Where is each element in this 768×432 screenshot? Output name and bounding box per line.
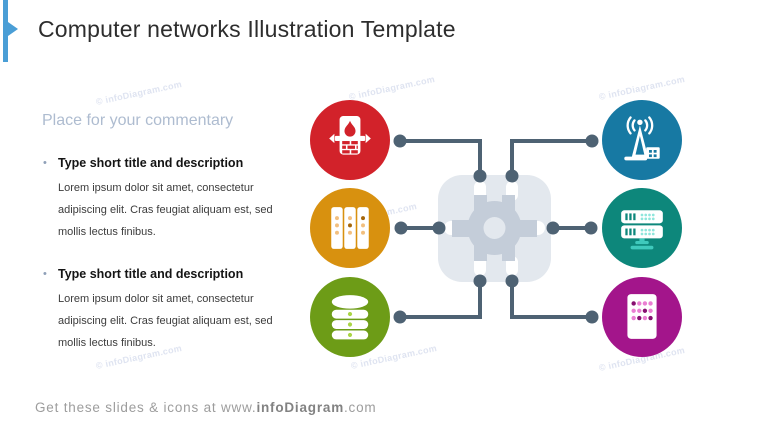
bullet-body: Lorem ipsum dolor sit amet, consectetur … bbox=[58, 293, 273, 349]
connector-dots bbox=[393, 134, 599, 324]
node-radio-tower bbox=[602, 100, 682, 180]
bullet-icon: • bbox=[43, 157, 47, 169]
node-network-server bbox=[602, 188, 682, 268]
footer-brand: infoDiagram bbox=[256, 400, 344, 415]
radio-tower-icon bbox=[624, 116, 660, 161]
commentary-heading: Place for your commentary bbox=[42, 112, 234, 129]
list-item: • Type short title and description Lorem… bbox=[42, 156, 286, 243]
node-server-rack bbox=[310, 188, 390, 268]
list-item: • Type short title and description Lorem… bbox=[42, 267, 286, 354]
network-server-icon bbox=[621, 210, 663, 250]
bullet-title: Type short title and description bbox=[58, 267, 244, 281]
node-firewall bbox=[310, 100, 390, 180]
mainframe-icon bbox=[627, 294, 657, 339]
page-title: Computer networks Illustration Template bbox=[38, 16, 456, 42]
accent-arrow-icon bbox=[8, 22, 18, 36]
bullet-icon: • bbox=[43, 268, 47, 280]
accent-bar bbox=[3, 0, 8, 62]
footer-suffix: .com bbox=[344, 400, 377, 415]
node-mainframe bbox=[602, 277, 682, 357]
server-rack-icon bbox=[331, 207, 369, 249]
bullet-title: Type short title and description bbox=[58, 156, 244, 170]
commentary-section: Place for your commentary • Type short t… bbox=[42, 112, 286, 378]
firewall-icon bbox=[329, 116, 371, 155]
database-icon bbox=[331, 295, 369, 340]
footer-prefix: Get these slides & icons at www. bbox=[35, 400, 257, 415]
footer-credit: Get these slides & icons at www.infoDiag… bbox=[35, 400, 376, 415]
network-switch-hub-icon bbox=[438, 175, 551, 282]
node-database bbox=[310, 277, 390, 357]
bullet-body: Lorem ipsum dolor sit amet, consectetur … bbox=[58, 182, 273, 238]
